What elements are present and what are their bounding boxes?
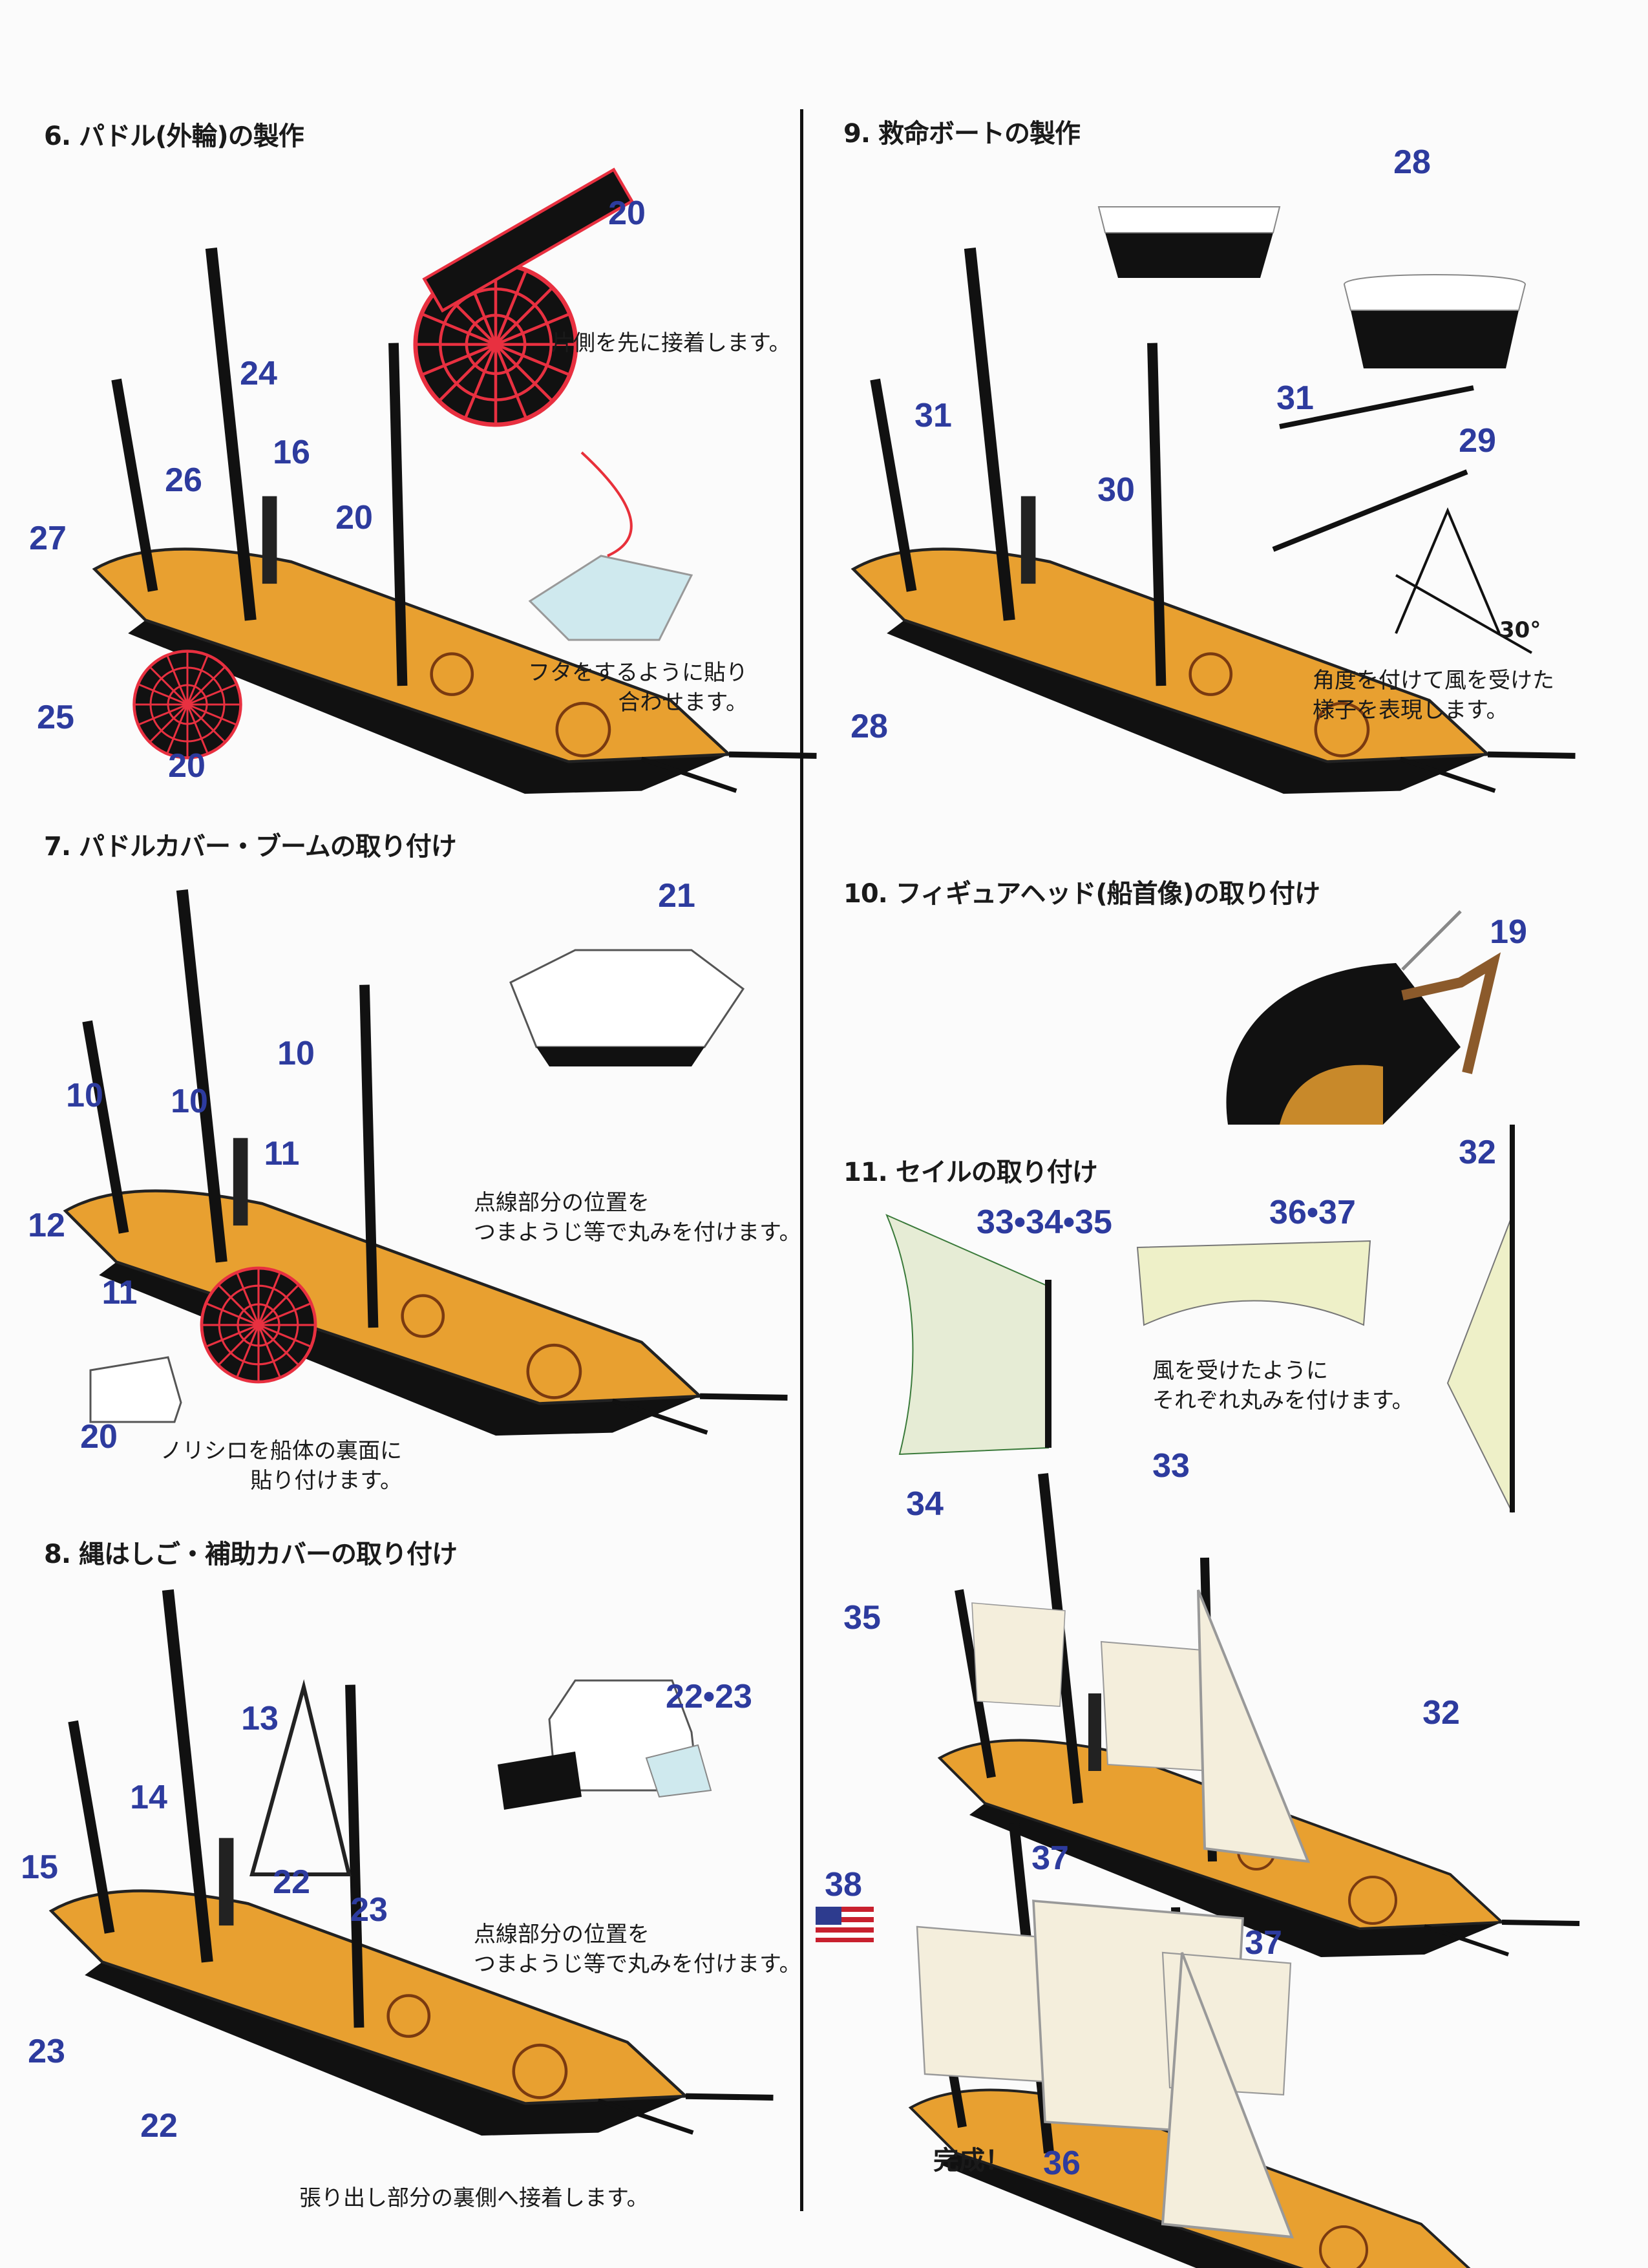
caption-line: ノリシロを船体の裏面に <box>160 1438 402 1464</box>
part-number: 16 <box>273 434 310 471</box>
part-number: 20 <box>335 499 373 536</box>
s6-cover-part <box>528 555 693 641</box>
part-number: 11 <box>101 1274 138 1311</box>
caption: 張り出し部分の裏側へ接着します。 <box>299 2185 649 2211</box>
s8-aux-cover <box>498 1679 712 1810</box>
s11-sail-33-34-35 <box>885 1214 1051 1456</box>
part-number: 36•37 <box>1269 1194 1356 1231</box>
section-8-title: 8. 縄はしご・補助カバーの取り付け <box>44 1540 458 1569</box>
part-number: 12 <box>28 1207 65 1244</box>
part-number: 23 <box>28 2033 65 2070</box>
part-number: 15 <box>21 1849 58 1886</box>
complete-label: 完成！ <box>933 2146 1011 2176</box>
caption: 点線部分の位置を つまようじ等で丸みを付けます。 <box>474 1920 801 1979</box>
caption-line: 点線部分の位置を <box>474 1190 650 1216</box>
part-number: 13 <box>241 1700 279 1737</box>
s11-sail-32 <box>1446 1125 1515 1513</box>
s6-paddle-wheel <box>416 167 634 425</box>
s11-ship-complete <box>911 1823 1550 2268</box>
part-number: 31 <box>914 397 952 434</box>
part-number: 25 <box>37 699 74 736</box>
part-number: 28 <box>850 708 888 745</box>
section-6-title: 6. パドル(外輪)の製作 <box>44 122 304 151</box>
part-number: 28 <box>1393 143 1431 181</box>
part-number: 10 <box>171 1083 208 1120</box>
caption: 風を受けたように それぞれ丸みを付けます。 <box>1152 1356 1414 1415</box>
part-number: 20 <box>168 747 206 785</box>
s7-box-part <box>89 1356 182 1423</box>
section-7-title: 7. パドルカバー・ブームの取り付け <box>44 832 457 862</box>
part-number: 10 <box>277 1035 315 1072</box>
s9-yard-31 <box>1279 385 1474 429</box>
caption-line: 点線部分の位置を <box>474 1922 650 1947</box>
part-number: 14 <box>130 1779 167 1816</box>
part-number: 10 <box>66 1077 103 1114</box>
s7-paddle-cover <box>509 949 745 1066</box>
caption: ノリシロを船体の裏面に 貼り付けます。 <box>160 1436 402 1496</box>
part-number: 20 <box>608 195 646 232</box>
part-number: 33 <box>1152 1447 1190 1485</box>
part-number: 33•34•35 <box>977 1203 1112 1241</box>
caption-line: 風を受けたように <box>1152 1358 1328 1384</box>
section-10-title: 10. フィギュアヘッド(船首像)の取り付け <box>843 879 1320 909</box>
column-divider <box>800 109 803 2211</box>
s11-sail-36-37 <box>1136 1240 1371 1326</box>
caption: フタをするように貼り 合わせます。 <box>528 658 748 717</box>
part-number: 37 <box>1031 1839 1069 1877</box>
part-number: 36 <box>1043 2145 1081 2182</box>
part-number: 23 <box>350 1891 388 1929</box>
part-number: 35 <box>843 1599 881 1637</box>
part-number: 20 <box>80 1418 118 1456</box>
section-11-title: 11. セイルの取り付け <box>843 1158 1098 1187</box>
part-number: 30 <box>1097 471 1135 509</box>
s9-lifeboat-a <box>1097 206 1281 278</box>
part-number: 37 <box>1245 1924 1282 1962</box>
angle-label: 30° <box>1499 617 1541 643</box>
part-number: 32 <box>1422 1694 1460 1732</box>
part-number: 19 <box>1490 913 1527 951</box>
part-number: 34 <box>906 1485 944 1523</box>
part-number: 26 <box>165 461 202 499</box>
part-number: 32 <box>1459 1134 1496 1171</box>
s9-angle-diagram <box>1395 507 1532 654</box>
part-number: 27 <box>29 520 67 557</box>
part-number: 22 <box>273 1863 310 1901</box>
part-number: 38 <box>825 1866 862 1903</box>
caption-line: 貼り付けます。 <box>250 1468 402 1494</box>
part-number: 21 <box>658 877 695 915</box>
caption-line: 角度を付けて風を受けた <box>1313 668 1554 694</box>
s8-ship <box>51 1590 773 2136</box>
us-flag-icon <box>816 1907 874 1942</box>
part-number: 22 <box>140 2107 178 2145</box>
section-9-title: 9. 救命ボートの製作 <box>843 119 1081 149</box>
s7-wheel <box>202 1268 315 1382</box>
s9-yard-29 <box>1272 469 1468 552</box>
part-number: 11 <box>264 1135 300 1172</box>
caption: 角度を付けて風を受けた 様子を表現します。 <box>1313 666 1554 725</box>
part-number: 24 <box>240 355 277 392</box>
s8-rope-ladder <box>249 1679 352 1876</box>
s10-figurehead <box>1226 910 1501 1125</box>
part-number: 22•23 <box>666 1678 752 1715</box>
caption-line: 合わせます。 <box>618 690 748 715</box>
s9-lifeboat-b <box>1343 274 1527 368</box>
caption-line: 様子を表現します。 <box>1313 697 1508 723</box>
caption-line: フタをするように貼り <box>528 660 748 686</box>
caption-line: つまようじ等で丸みを付けます。 <box>474 1951 801 1977</box>
caption: 片側を先に接着します。 <box>551 330 791 356</box>
caption-line: つまようじ等で丸みを付けます。 <box>474 1220 801 1245</box>
s6-wheel-small <box>134 652 241 758</box>
caption-line: それぞれ丸みを付けます。 <box>1152 1388 1414 1414</box>
s11-ship-rigged <box>940 1474 1579 1957</box>
caption: 点線部分の位置を つまようじ等で丸みを付けます。 <box>474 1188 801 1247</box>
part-number: 29 <box>1459 422 1496 460</box>
part-number: 31 <box>1276 379 1314 417</box>
